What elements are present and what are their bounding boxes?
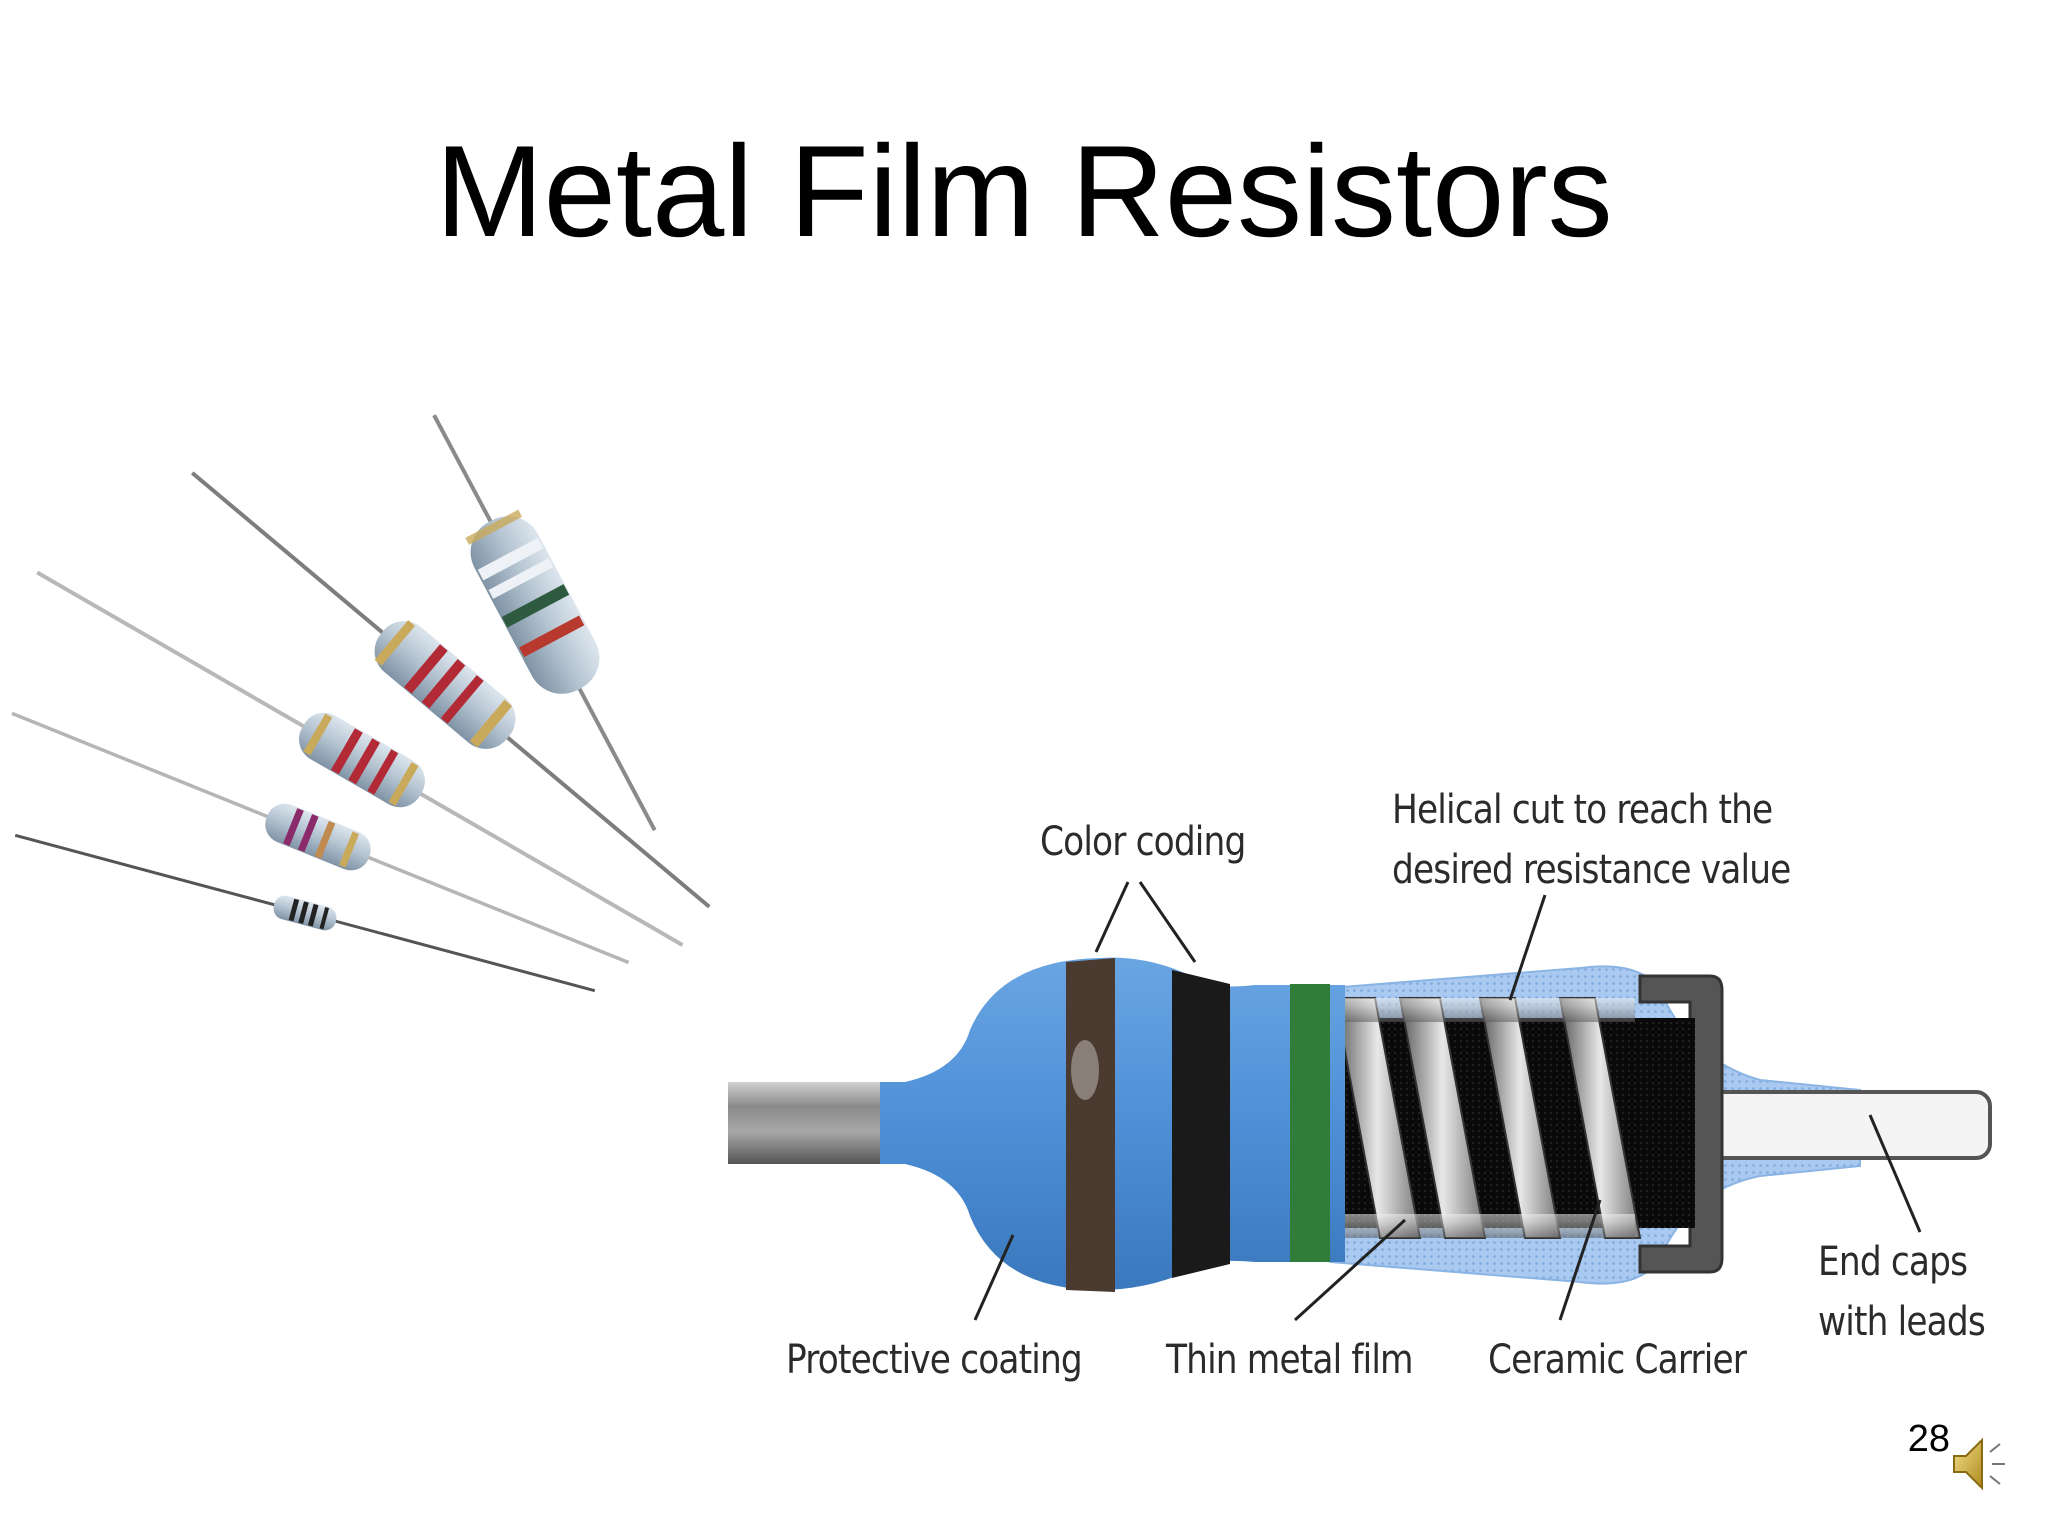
slide-title: Metal Film Resistors [435, 118, 1613, 264]
label-color-coding: Color coding [1040, 819, 1246, 865]
photo-resistor-1 [432, 414, 657, 832]
label-thin-metal-film: Thin metal film [1166, 1337, 1414, 1383]
label-helical-cut-line-1: Helical cut to reach the [1392, 787, 1773, 833]
leader-lines [973, 881, 1922, 1322]
page-number: 28 [1907, 1418, 1950, 1460]
label-end-caps: End caps with leads [1818, 1232, 1986, 1352]
right-lead [1698, 1090, 1992, 1160]
speaker-icon[interactable] [1950, 1432, 2010, 1496]
label-end-caps-line-2: with leads [1818, 1299, 1986, 1345]
color-band-brown [1066, 958, 1115, 1292]
label-ceramic-carrier: Ceramic Carrier [1488, 1337, 1747, 1383]
photo-resistor-2 [190, 471, 711, 909]
color-band-black [1172, 970, 1230, 1278]
color-band-green [1290, 984, 1330, 1262]
left-lead [728, 1082, 908, 1164]
end-cap [1638, 974, 1724, 1274]
photo-resistor-4 [11, 711, 630, 965]
photo-resistor-5 [14, 833, 596, 993]
label-helical-cut: Helical cut to reach the desired resista… [1392, 780, 1791, 900]
label-end-caps-line-1: End caps [1818, 1239, 1968, 1285]
label-protective-coating: Protective coating [786, 1337, 1083, 1383]
helical-metal-film [1333, 997, 1642, 1239]
label-helical-cut-line-2: desired resistance value [1392, 847, 1791, 893]
photo-resistor-3 [36, 570, 684, 947]
